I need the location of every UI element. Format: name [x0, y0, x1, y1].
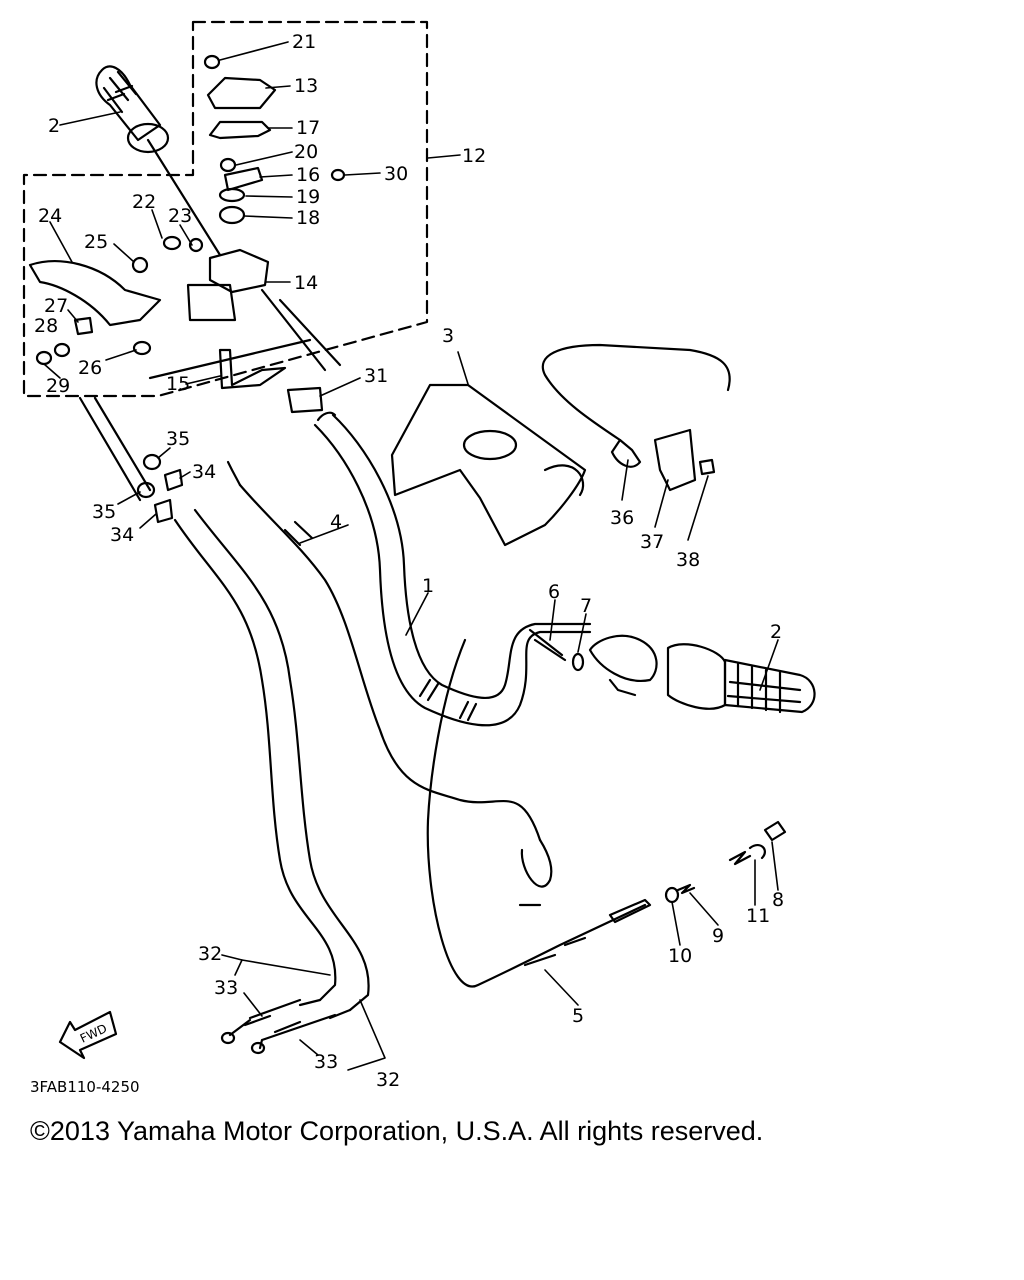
callout-30: 30 [384, 163, 408, 185]
callout-12: 12 [462, 145, 486, 167]
callout-18: 18 [296, 207, 320, 229]
callout-7: 7 [580, 595, 592, 617]
callout-31: 31 [364, 365, 388, 387]
callout-29: 29 [46, 375, 70, 397]
clamp-part-8 [763, 820, 787, 842]
callout-23: 23 [168, 205, 192, 227]
callout-22: 22 [132, 191, 156, 213]
nut-part-10 [664, 886, 680, 904]
lever-assembly-parts [28, 54, 346, 524]
callout-6: 6 [548, 581, 560, 603]
callout-3: 3 [442, 325, 454, 347]
choke-lever-assembly [541, 343, 731, 492]
parts-diagram: FWD [22, 20, 816, 1096]
right-grip [588, 634, 816, 714]
callout-13: 13 [294, 75, 318, 97]
callout-16: 16 [296, 164, 320, 186]
brake-cables [173, 508, 370, 1055]
callout-28: 28 [34, 315, 58, 337]
callout-38: 38 [676, 549, 700, 571]
choke-cable [426, 638, 652, 988]
callout-20: 20 [294, 141, 318, 163]
leader-lines [43, 41, 779, 1071]
callout-33-upper: 33 [214, 977, 238, 999]
callout-34-lower: 34 [110, 524, 134, 546]
callout-21: 21 [292, 31, 316, 53]
callout-9: 9 [712, 925, 724, 947]
callout-35-upper: 35 [166, 428, 190, 450]
callout-17: 17 [296, 117, 320, 139]
callout-32-upper: 32 [198, 943, 222, 965]
handlebar-cover [390, 383, 587, 547]
forward-arrow-label: FWD [78, 1021, 109, 1046]
callout-37: 37 [640, 531, 664, 553]
callout-36: 36 [610, 507, 634, 529]
left-grip [95, 65, 222, 257]
callout-5: 5 [572, 1005, 584, 1027]
callout-27: 27 [44, 295, 68, 317]
callout-8: 8 [772, 889, 784, 911]
lever-assembly-boundary [22, 20, 429, 398]
spring-part-9 [676, 883, 696, 895]
callout-19: 19 [296, 186, 320, 208]
callout-2-right: 2 [770, 621, 782, 643]
handlebar [313, 411, 592, 727]
forward-arrow-icon [58, 1010, 118, 1060]
copyright-notice: ©2013 Yamaha Motor Corporation, U.S.A. A… [30, 1116, 764, 1146]
callout-numbers: 21 13 17 20 16 19 18 30 12 14 15 31 2 24… [30, 31, 784, 1096]
callout-32-lower: 32 [376, 1069, 400, 1091]
callout-1: 1 [422, 575, 434, 597]
callout-26: 26 [78, 357, 102, 379]
callout-11: 11 [746, 905, 770, 927]
callout-10: 10 [668, 945, 692, 967]
throttle-cable [226, 460, 553, 907]
callout-33-lower: 33 [314, 1051, 338, 1073]
callout-15: 15 [166, 373, 190, 395]
callout-24: 24 [38, 205, 62, 227]
callout-34-upper: 34 [192, 461, 216, 483]
washer-part-7 [571, 652, 585, 672]
adjuster-part-6 [528, 628, 567, 662]
callout-2-left: 2 [48, 115, 60, 137]
drawing-code: 3FAB110-4250 [30, 1078, 140, 1096]
callout-25: 25 [84, 231, 108, 253]
callout-14: 14 [294, 272, 318, 294]
spring-part-11 [728, 843, 766, 866]
callout-35-lower: 35 [92, 501, 116, 523]
callout-4: 4 [330, 511, 342, 533]
